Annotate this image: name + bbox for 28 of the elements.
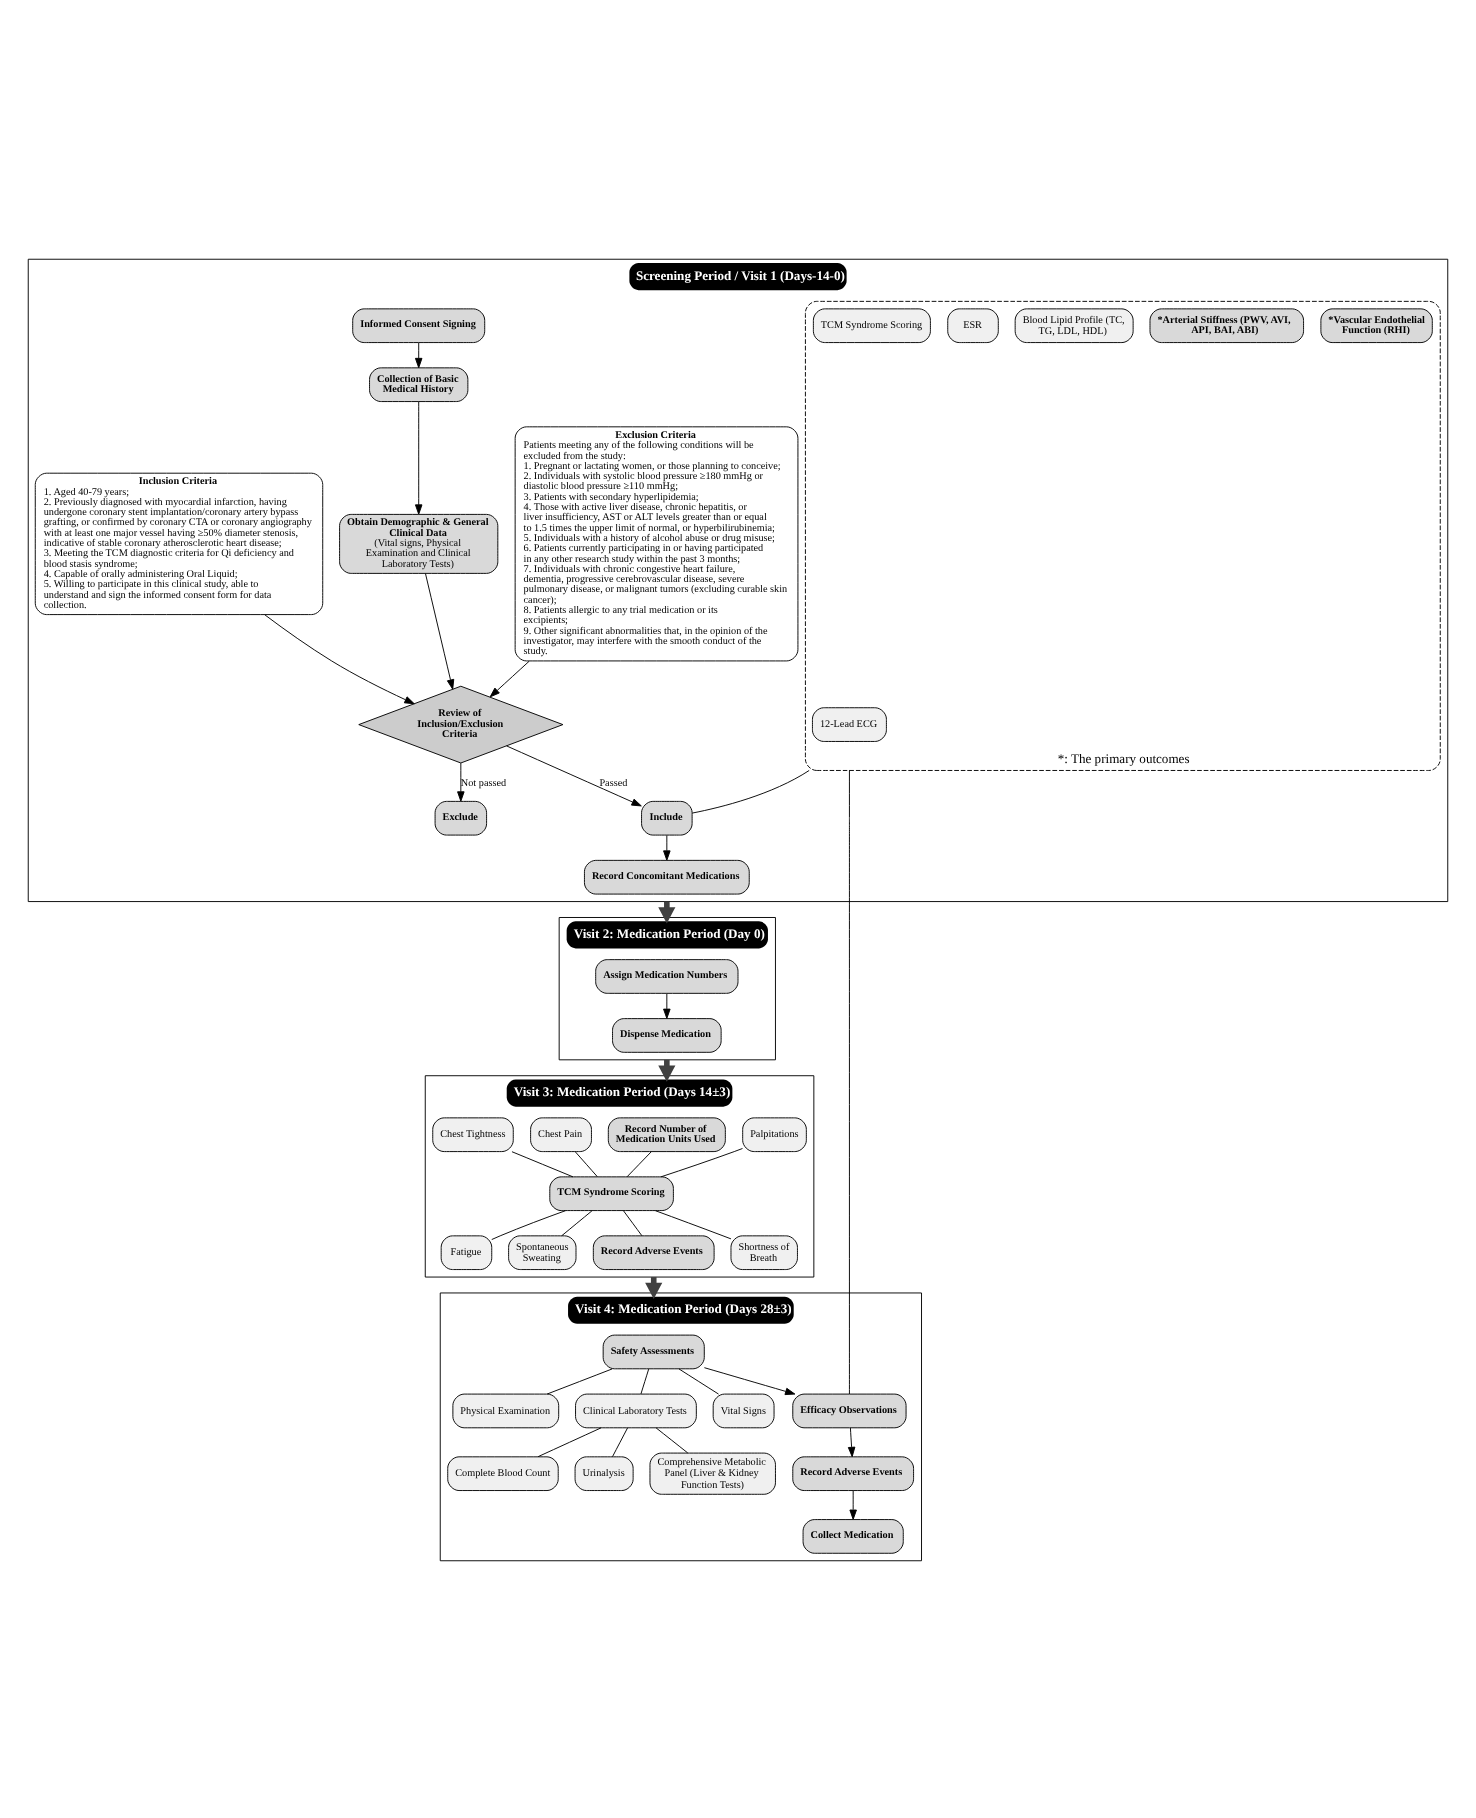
arrow (506, 744, 642, 806)
connector (511, 1150, 574, 1177)
arrow (264, 613, 415, 704)
connector (561, 1209, 593, 1236)
connector (574, 1150, 598, 1177)
connector (491, 1209, 567, 1239)
connector (848, 769, 850, 1394)
connector (678, 1367, 719, 1394)
connector (612, 1426, 629, 1457)
arrow (414, 341, 423, 368)
connector (654, 1209, 732, 1239)
arrow (847, 1426, 856, 1457)
arrow (457, 761, 465, 801)
connector (655, 1426, 689, 1453)
connector (546, 1367, 613, 1394)
arrow (489, 659, 530, 697)
arrow (663, 992, 671, 1018)
connector (626, 1150, 652, 1177)
arrow (425, 572, 455, 689)
connector (623, 1209, 643, 1236)
connector (660, 1147, 743, 1177)
connector (537, 1426, 602, 1457)
connector (640, 1367, 650, 1394)
arrow (663, 833, 671, 860)
connector (691, 769, 810, 813)
arrow (849, 1489, 857, 1519)
arrow (414, 400, 423, 514)
arrow (703, 1366, 796, 1395)
